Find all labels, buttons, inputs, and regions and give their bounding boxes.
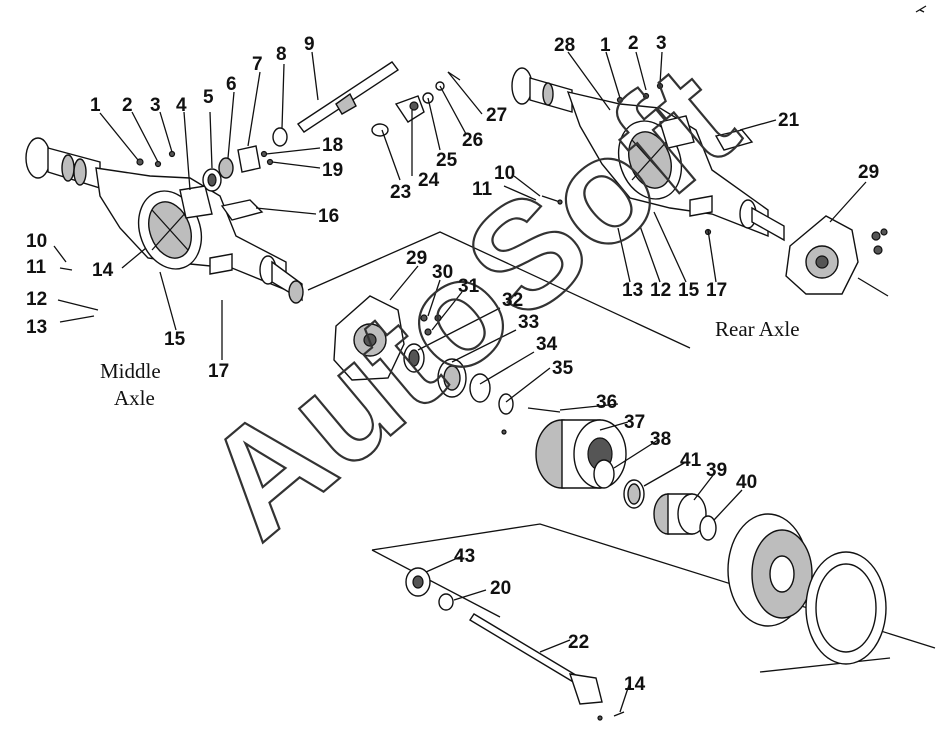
callout-rear-21: 21	[778, 110, 800, 131]
callout-shaft-14: 14	[624, 674, 646, 695]
half-shaft	[405, 567, 625, 721]
callout-rear-29: 29	[858, 162, 879, 183]
callout-middle-16: 16	[318, 206, 339, 227]
callout-middle-1: 1	[90, 95, 101, 116]
callout-rear-17: 17	[706, 280, 727, 301]
callout-top-24: 24	[418, 170, 440, 191]
callout-top-26: 26	[462, 130, 483, 151]
callout-rear-2: 2	[628, 33, 639, 54]
callout-middle-5: 5	[203, 87, 214, 108]
input-shaft-parts	[202, 61, 400, 192]
callout-rear-3: 3	[656, 33, 667, 54]
callout-middle-6: 6	[226, 74, 237, 95]
callout-hub-31: 31	[458, 276, 480, 297]
corner-mark	[915, 5, 927, 13]
callout-hub-41: 41	[680, 450, 702, 471]
rear-axle-housing	[511, 67, 785, 242]
callout-middle-18: 18	[322, 135, 343, 156]
callout-top-11: 11	[472, 179, 493, 200]
callout-middle-8: 8	[276, 44, 287, 65]
callout-hub-40: 40	[736, 472, 757, 493]
callout-middle-17: 17	[208, 361, 229, 382]
callout-shaft-22: 22	[568, 632, 589, 653]
callout-hub-29: 29	[406, 248, 427, 269]
callout-hub-38: 38	[650, 429, 671, 450]
callout-hub-36: 36	[596, 392, 617, 413]
callout-middle-19: 19	[322, 160, 343, 181]
callout-rear-1: 1	[600, 35, 611, 56]
callout-hub-35: 35	[552, 358, 574, 379]
callout-middle-2: 2	[122, 95, 133, 116]
middle-axle-caption-1: Middle	[100, 359, 161, 383]
callout-top-10: 10	[494, 163, 515, 184]
callout-middle-10: 10	[26, 231, 47, 252]
callout-middle-12: 12	[26, 289, 47, 310]
callout-middle-4: 4	[176, 95, 187, 116]
callout-rear-13: 13	[622, 280, 643, 301]
callout-middle-13: 13	[26, 317, 47, 338]
callout-middle-9: 9	[304, 34, 315, 55]
callout-top-25: 25	[436, 150, 458, 171]
callout-top-27: 27	[486, 105, 507, 126]
hub-assembly	[333, 295, 887, 665]
middle-axle-housing	[25, 137, 304, 304]
callout-rear-15: 15	[678, 280, 700, 301]
leader-lines	[53, 51, 867, 713]
callout-hub-37: 37	[624, 412, 645, 433]
plane-outlines	[307, 231, 936, 673]
rear-brake-carrier	[785, 215, 888, 295]
rear-axle-caption: Rear Axle	[715, 317, 800, 341]
callout-shaft-43: 43	[454, 546, 475, 567]
callout-hub-32: 32	[502, 290, 523, 311]
callout-middle-7: 7	[252, 54, 263, 75]
callout-middle-11: 11	[26, 257, 47, 278]
callout-middle-3: 3	[150, 95, 161, 116]
callout-top-23: 23	[390, 182, 411, 203]
callout-rear-28: 28	[554, 35, 575, 56]
watermark-text: AutoSoft	[173, 34, 766, 570]
callout-hub-30: 30	[432, 262, 453, 283]
breather-parts	[371, 71, 563, 205]
callout-middle-14: 14	[92, 260, 114, 281]
callout-rear-12: 12	[650, 280, 671, 301]
callout-hub-39: 39	[706, 460, 727, 481]
callout-shaft-20: 20	[490, 578, 511, 599]
callout-hub-33: 33	[518, 312, 539, 333]
callout-middle-15: 15	[164, 329, 186, 350]
middle-axle-caption-2: Axle	[114, 386, 155, 410]
callout-hub-34: 34	[536, 334, 558, 355]
